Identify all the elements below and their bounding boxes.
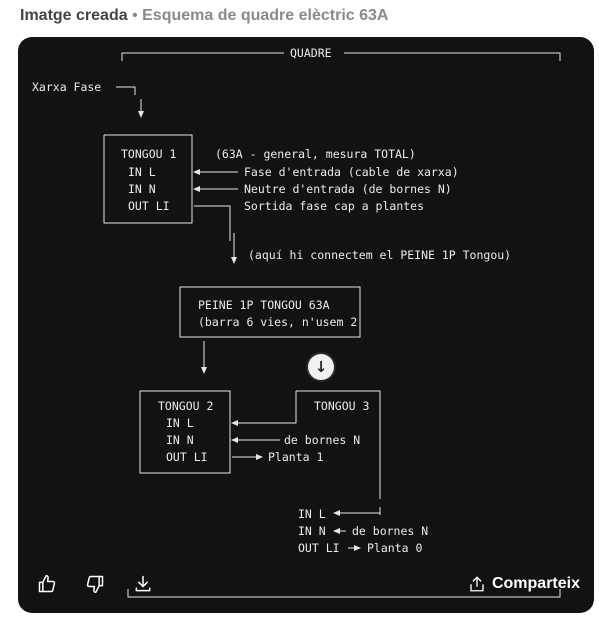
tongou-2-out-note: Planta 1 <box>268 450 323 464</box>
tongou-2-in-n: IN N <box>166 433 194 447</box>
peine-connection-note: (aquí hi connectem el PEINE 1P Tongou) <box>248 248 511 262</box>
quadre-frame: QUADRE <box>121 46 561 598</box>
tongou-1-in-n: IN N <box>128 182 156 196</box>
caption-subtitle: Esquema de quadre elèctric 63A <box>142 7 389 24</box>
tongou-3-out-li: OUT LI <box>298 541 340 555</box>
caption-title: Imatge creada <box>20 7 128 24</box>
tongou-3-box: TONGOU 3 <box>231 390 381 515</box>
frame-label: QUADRE <box>290 46 332 60</box>
tongou-2-name: TONGOU 2 <box>158 399 213 413</box>
share-icon <box>468 575 486 593</box>
tongou-2-box: TONGOU 2 IN L IN N OUT LI <box>139 390 231 474</box>
tongou-2-out-li: OUT LI <box>166 450 208 464</box>
frame-bottom-line <box>127 589 561 598</box>
download-icon[interactable] <box>130 571 156 597</box>
tongou-3-in-n: IN N <box>298 524 326 538</box>
tongou-1-name: TONGOU 1 <box>121 147 176 161</box>
frame-top-right-line <box>344 52 561 61</box>
tongou-1-out-note: Sortida fase cap a plantes <box>244 199 424 213</box>
peine-border <box>179 286 361 338</box>
share-button[interactable]: Comparteix <box>468 571 580 597</box>
tongou-3-to-tongou-2-in-l-wire <box>231 391 297 426</box>
peine-title: PEINE 1P TONGOU 63A <box>198 298 330 312</box>
tongou-3-border <box>296 390 381 515</box>
peine-box: PEINE 1P TONGOU 63A (barra 6 vies, n'use… <box>179 286 361 338</box>
tongou-1-in-l: IN L <box>128 165 156 179</box>
electrical-panel-diagram: QUADRE Xarxa Fase TONGOU 1 IN L IN N OUT… <box>32 46 561 598</box>
tongou-3-out-note: Planta 0 <box>367 541 422 555</box>
image-caption: Imatge creada • Esquema de quadre elèctr… <box>20 6 388 26</box>
tongou-3-in-l: IN L <box>298 507 326 521</box>
scroll-down-icon[interactable]: ↓ <box>308 354 334 380</box>
peine-subtitle: (barra 6 vies, n'usem 2 <box>198 315 357 329</box>
tongou-1-general-note: (63A - general, mesura TOTAL) <box>215 147 416 161</box>
share-label: Comparteix <box>491 575 580 592</box>
tongou-1-border <box>103 134 193 224</box>
tongou-3-in-n-note: de bornes N <box>352 524 428 538</box>
tongou-1-out-li: OUT LI <box>128 199 170 213</box>
caption-separator: • <box>132 7 138 24</box>
tongou-2-border <box>139 390 231 474</box>
tongou-1-out-wire <box>194 205 231 241</box>
tongou-3-name: TONGOU 3 <box>314 399 369 413</box>
tongou-1-in-n-note: Neutre d'entrada (de bornes N) <box>244 182 452 196</box>
tongou-2-in-n-note: de bornes N <box>284 433 360 447</box>
thumbs-up-icon[interactable] <box>34 571 60 597</box>
tongou-1-in-l-note: Fase d'entrada (cable de xarxa) <box>244 165 459 179</box>
frame-top-left-line <box>121 52 284 61</box>
thumbs-down-icon[interactable] <box>82 571 108 597</box>
xarxa-fase-wire <box>116 86 136 95</box>
tongou-1-box: TONGOU 1 IN L IN N OUT LI <box>103 134 193 224</box>
xarxa-fase-label: Xarxa Fase <box>32 80 101 94</box>
generated-image-card[interactable]: QUADRE Xarxa Fase TONGOU 1 IN L IN N OUT… <box>18 37 594 613</box>
tongou-2-in-l: IN L <box>166 416 194 430</box>
